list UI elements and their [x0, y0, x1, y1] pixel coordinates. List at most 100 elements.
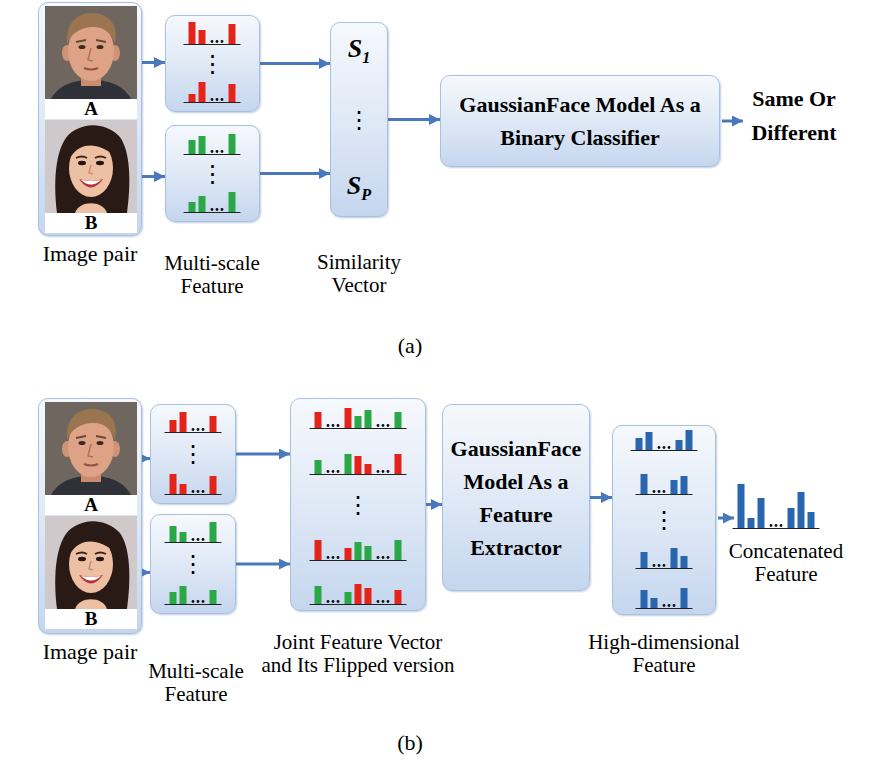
histogram-bar: [315, 586, 322, 604]
ellipsis-dot: [663, 564, 666, 567]
histogram-row: [184, 22, 241, 45]
box-text: B: [45, 213, 137, 233]
connector-arrow: [260, 62, 330, 65]
ellipsis-dot: [337, 600, 340, 603]
ellipsis-dot: [202, 600, 205, 603]
histogram-bar: [345, 592, 352, 604]
histogram-bar: [395, 412, 402, 428]
ellipsis-dot: [216, 98, 219, 101]
axis-line: [310, 428, 407, 429]
histogram-bar: [315, 540, 322, 560]
histogram-bar: [199, 82, 206, 102]
histogram-bar: [758, 498, 765, 528]
axis-line: [631, 450, 698, 451]
ellipsis-dot: [221, 208, 224, 211]
histogram-bar: [229, 84, 236, 102]
connector-arrow: [590, 496, 612, 499]
histogram-bar: [345, 548, 352, 560]
histogram-bar: [345, 408, 352, 428]
ellipsis-dot: [211, 40, 214, 43]
histogram-bar: [365, 588, 372, 604]
axis-line: [310, 560, 407, 561]
feature-histogram-box: ⋮: [150, 404, 236, 504]
ellipsis-dot: [780, 524, 783, 527]
axis-line: [184, 102, 241, 103]
panel-label: (b): [397, 731, 423, 755]
histogram-bar: [788, 508, 795, 528]
ellipsis-dot: [668, 604, 671, 607]
axis-line: [184, 44, 241, 45]
histogram-row: [636, 548, 693, 569]
ellipsis-dot: [216, 150, 219, 153]
box-heading: Image pair: [25, 241, 155, 266]
box-text: ⋮: [151, 552, 235, 576]
ellipsis-dot: [197, 600, 200, 603]
ellipsis-dot: [673, 604, 676, 607]
ellipsis-dot: [387, 424, 390, 427]
histogram-bar: [210, 522, 217, 542]
ellipsis-dot: [382, 424, 385, 427]
ellipsis-dot: [192, 428, 195, 431]
box-text: A: [45, 99, 137, 119]
histogram-row: [184, 134, 241, 155]
caption-label: Multi-scale Feature: [140, 660, 252, 706]
ellipsis-dot: [658, 490, 661, 493]
box-text: ⋮: [151, 442, 235, 466]
box-text: B: [45, 609, 137, 629]
connector-arrow: [236, 563, 290, 566]
histogram-row: [165, 522, 222, 543]
ellipsis-dot: [387, 556, 390, 559]
histogram-bar: [355, 542, 362, 560]
histogram-bar: [646, 432, 653, 450]
ellipsis-dot: [387, 470, 390, 473]
histogram-bar: [738, 484, 745, 528]
histogram-row: [310, 584, 407, 605]
histogram-row: [165, 474, 222, 495]
axis-line: [636, 608, 693, 609]
axis-line: [165, 604, 222, 605]
output-arrow: [718, 517, 734, 520]
histogram-row: [636, 474, 693, 495]
axis-line: [165, 494, 222, 495]
heading-holder: Image pair: [25, 241, 155, 266]
high-dim-feature-box: ⋮High-dimensional Feature: [612, 425, 716, 615]
ellipsis-dot: [332, 556, 335, 559]
box-text: GaussianFace Model As a Binary Classifie…: [453, 88, 707, 154]
ellipsis-dot: [377, 424, 380, 427]
histogram-bar: [671, 548, 678, 568]
ellipsis-dot: [332, 424, 335, 427]
connector-arrow: [426, 503, 442, 506]
heading-holder: Image pair: [25, 639, 155, 664]
ellipsis-dot: [377, 556, 380, 559]
ellipsis-dot: [337, 470, 340, 473]
ellipsis-dot: [197, 428, 200, 431]
ellipsis-dot: [658, 564, 661, 567]
similarity-vector: S1⋮SPSimilarity Vector: [330, 22, 388, 217]
box-text: ⋮: [331, 108, 387, 132]
axis-line: [310, 604, 407, 605]
ellipsis-dot: [377, 600, 380, 603]
histogram-bar: [189, 202, 196, 212]
box-text: SP: [331, 172, 387, 204]
histogram-bar: [229, 134, 236, 154]
ellipsis-dot: [332, 600, 335, 603]
histogram-bar: [229, 24, 236, 44]
histogram-bar: [229, 192, 236, 212]
histogram-bar: [365, 464, 372, 474]
ellipsis-dot: [653, 490, 656, 493]
histogram-bar: [636, 438, 643, 450]
ellipsis-dot: [327, 424, 330, 427]
histogram-row: [184, 82, 241, 103]
histogram-bar: [345, 454, 352, 474]
histogram-bar: [180, 532, 187, 542]
ellipsis-dot: [192, 490, 195, 493]
ellipsis-dot: [192, 538, 195, 541]
connector-arrow: [388, 118, 440, 121]
histogram-row: [631, 430, 698, 451]
histogram-bar: [798, 492, 805, 528]
classifier-box: GaussianFace Model As a Binary Classifie…: [440, 75, 720, 167]
axis-line: [733, 528, 820, 529]
caption-label: Multi-scale Feature: [152, 252, 272, 298]
ellipsis-dot: [327, 470, 330, 473]
